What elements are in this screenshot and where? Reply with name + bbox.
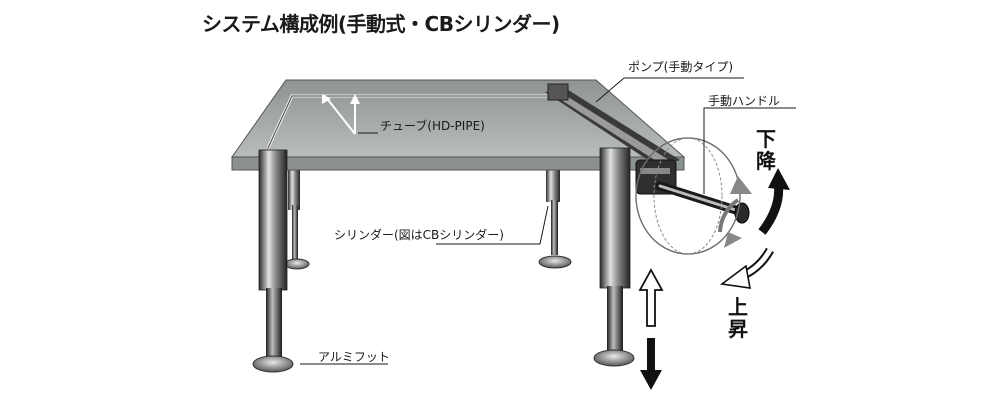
lower-rotation-arrow — [758, 168, 790, 235]
up-arrow — [638, 268, 664, 327]
leader-lines — [300, 77, 796, 365]
lower-direction-label: 下 降 — [756, 127, 776, 173]
tube-indicator-arrows — [322, 94, 360, 135]
foot-label: アルミフット — [318, 350, 390, 364]
rotation-guide — [635, 137, 752, 255]
handle-label: 手動ハンドル — [708, 94, 781, 108]
raise-direction-label: 上 昇 — [728, 295, 748, 341]
pump-rail — [545, 83, 680, 168]
front-right-leg — [593, 147, 635, 367]
front-left-leg — [252, 149, 294, 373]
down-arrow — [640, 338, 662, 390]
tube-label: チューブ(HD-PIPE) — [380, 119, 485, 133]
raise-rotation-arrow — [719, 247, 774, 289]
cylinder-label: シリンダー(図はCBシリンダー) — [334, 228, 504, 242]
pump-label: ポンプ(手動タイプ) — [628, 60, 734, 74]
page-title: システム構成例(手動式・CBシリンダー) — [202, 12, 560, 36]
